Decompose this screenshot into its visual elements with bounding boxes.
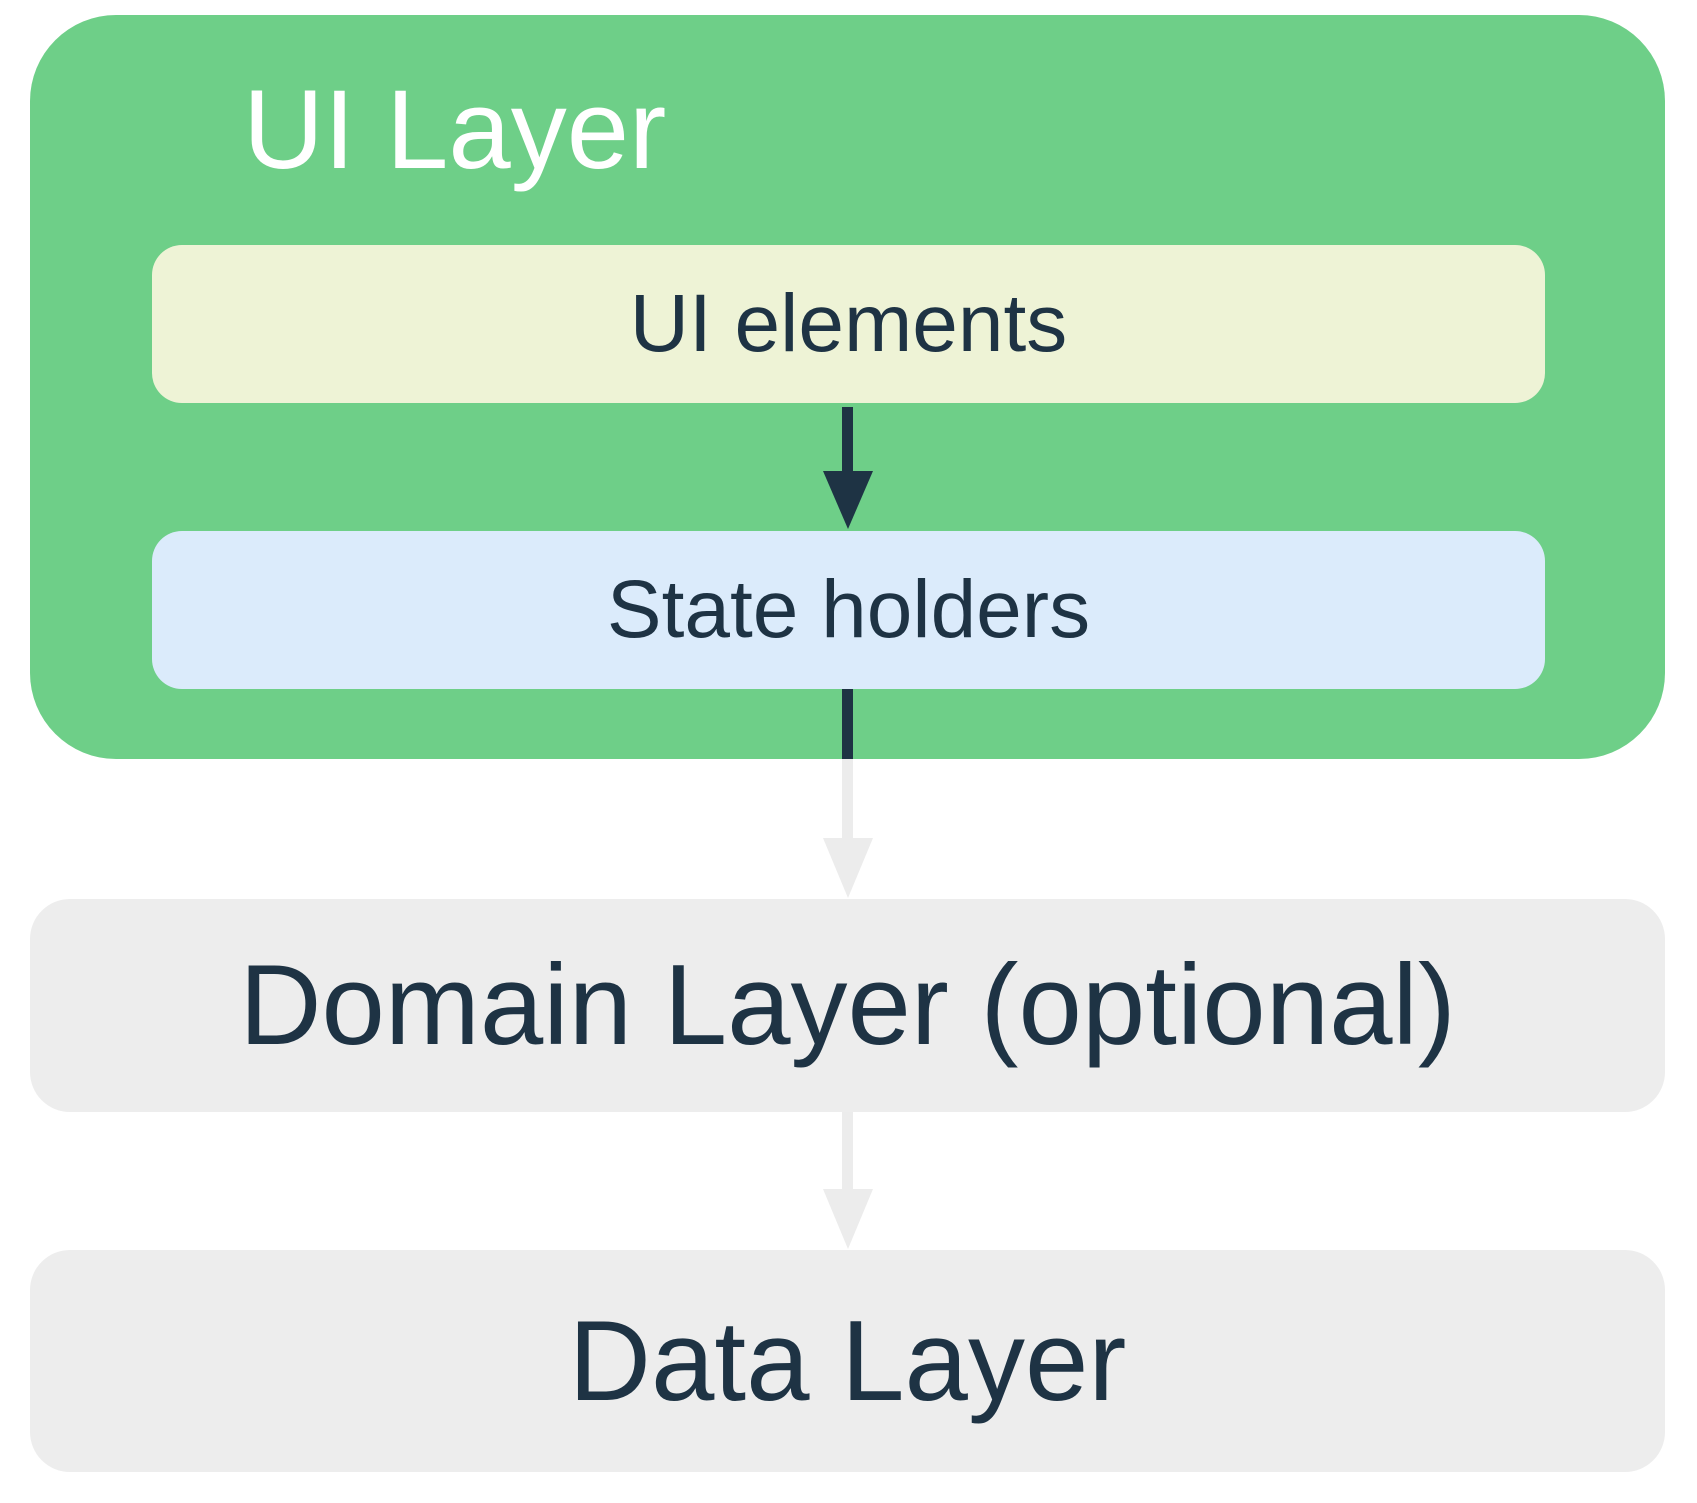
data-layer-box: Data Layer [30, 1250, 1665, 1472]
ui-elements-box: UI elements [152, 245, 1545, 403]
domain-layer-label: Domain Layer (optional) [239, 942, 1456, 1069]
arrow-state-holders-to-domain-head [823, 838, 873, 898]
ui-layer-box: UI Layer UI elements State holders [30, 15, 1665, 759]
arrow-state-holders-to-domain-shaft [842, 759, 853, 839]
arrow-ui-elements-to-state-holders-head [823, 471, 873, 529]
arrow-state-holders-to-domain-dark-segment [842, 689, 853, 759]
state-holders-label: State holders [606, 564, 1091, 655]
domain-layer-box: Domain Layer (optional) [30, 899, 1665, 1112]
arrow-domain-to-data-shaft [842, 1112, 853, 1190]
arrow-domain-to-data-head [823, 1189, 873, 1249]
ui-elements-label: UI elements [629, 278, 1068, 369]
arrow-ui-elements-to-state-holders-shaft [842, 407, 853, 473]
state-holders-box: State holders [152, 531, 1545, 689]
ui-layer-title: UI Layer [243, 67, 667, 192]
data-layer-label: Data Layer [568, 1297, 1127, 1425]
